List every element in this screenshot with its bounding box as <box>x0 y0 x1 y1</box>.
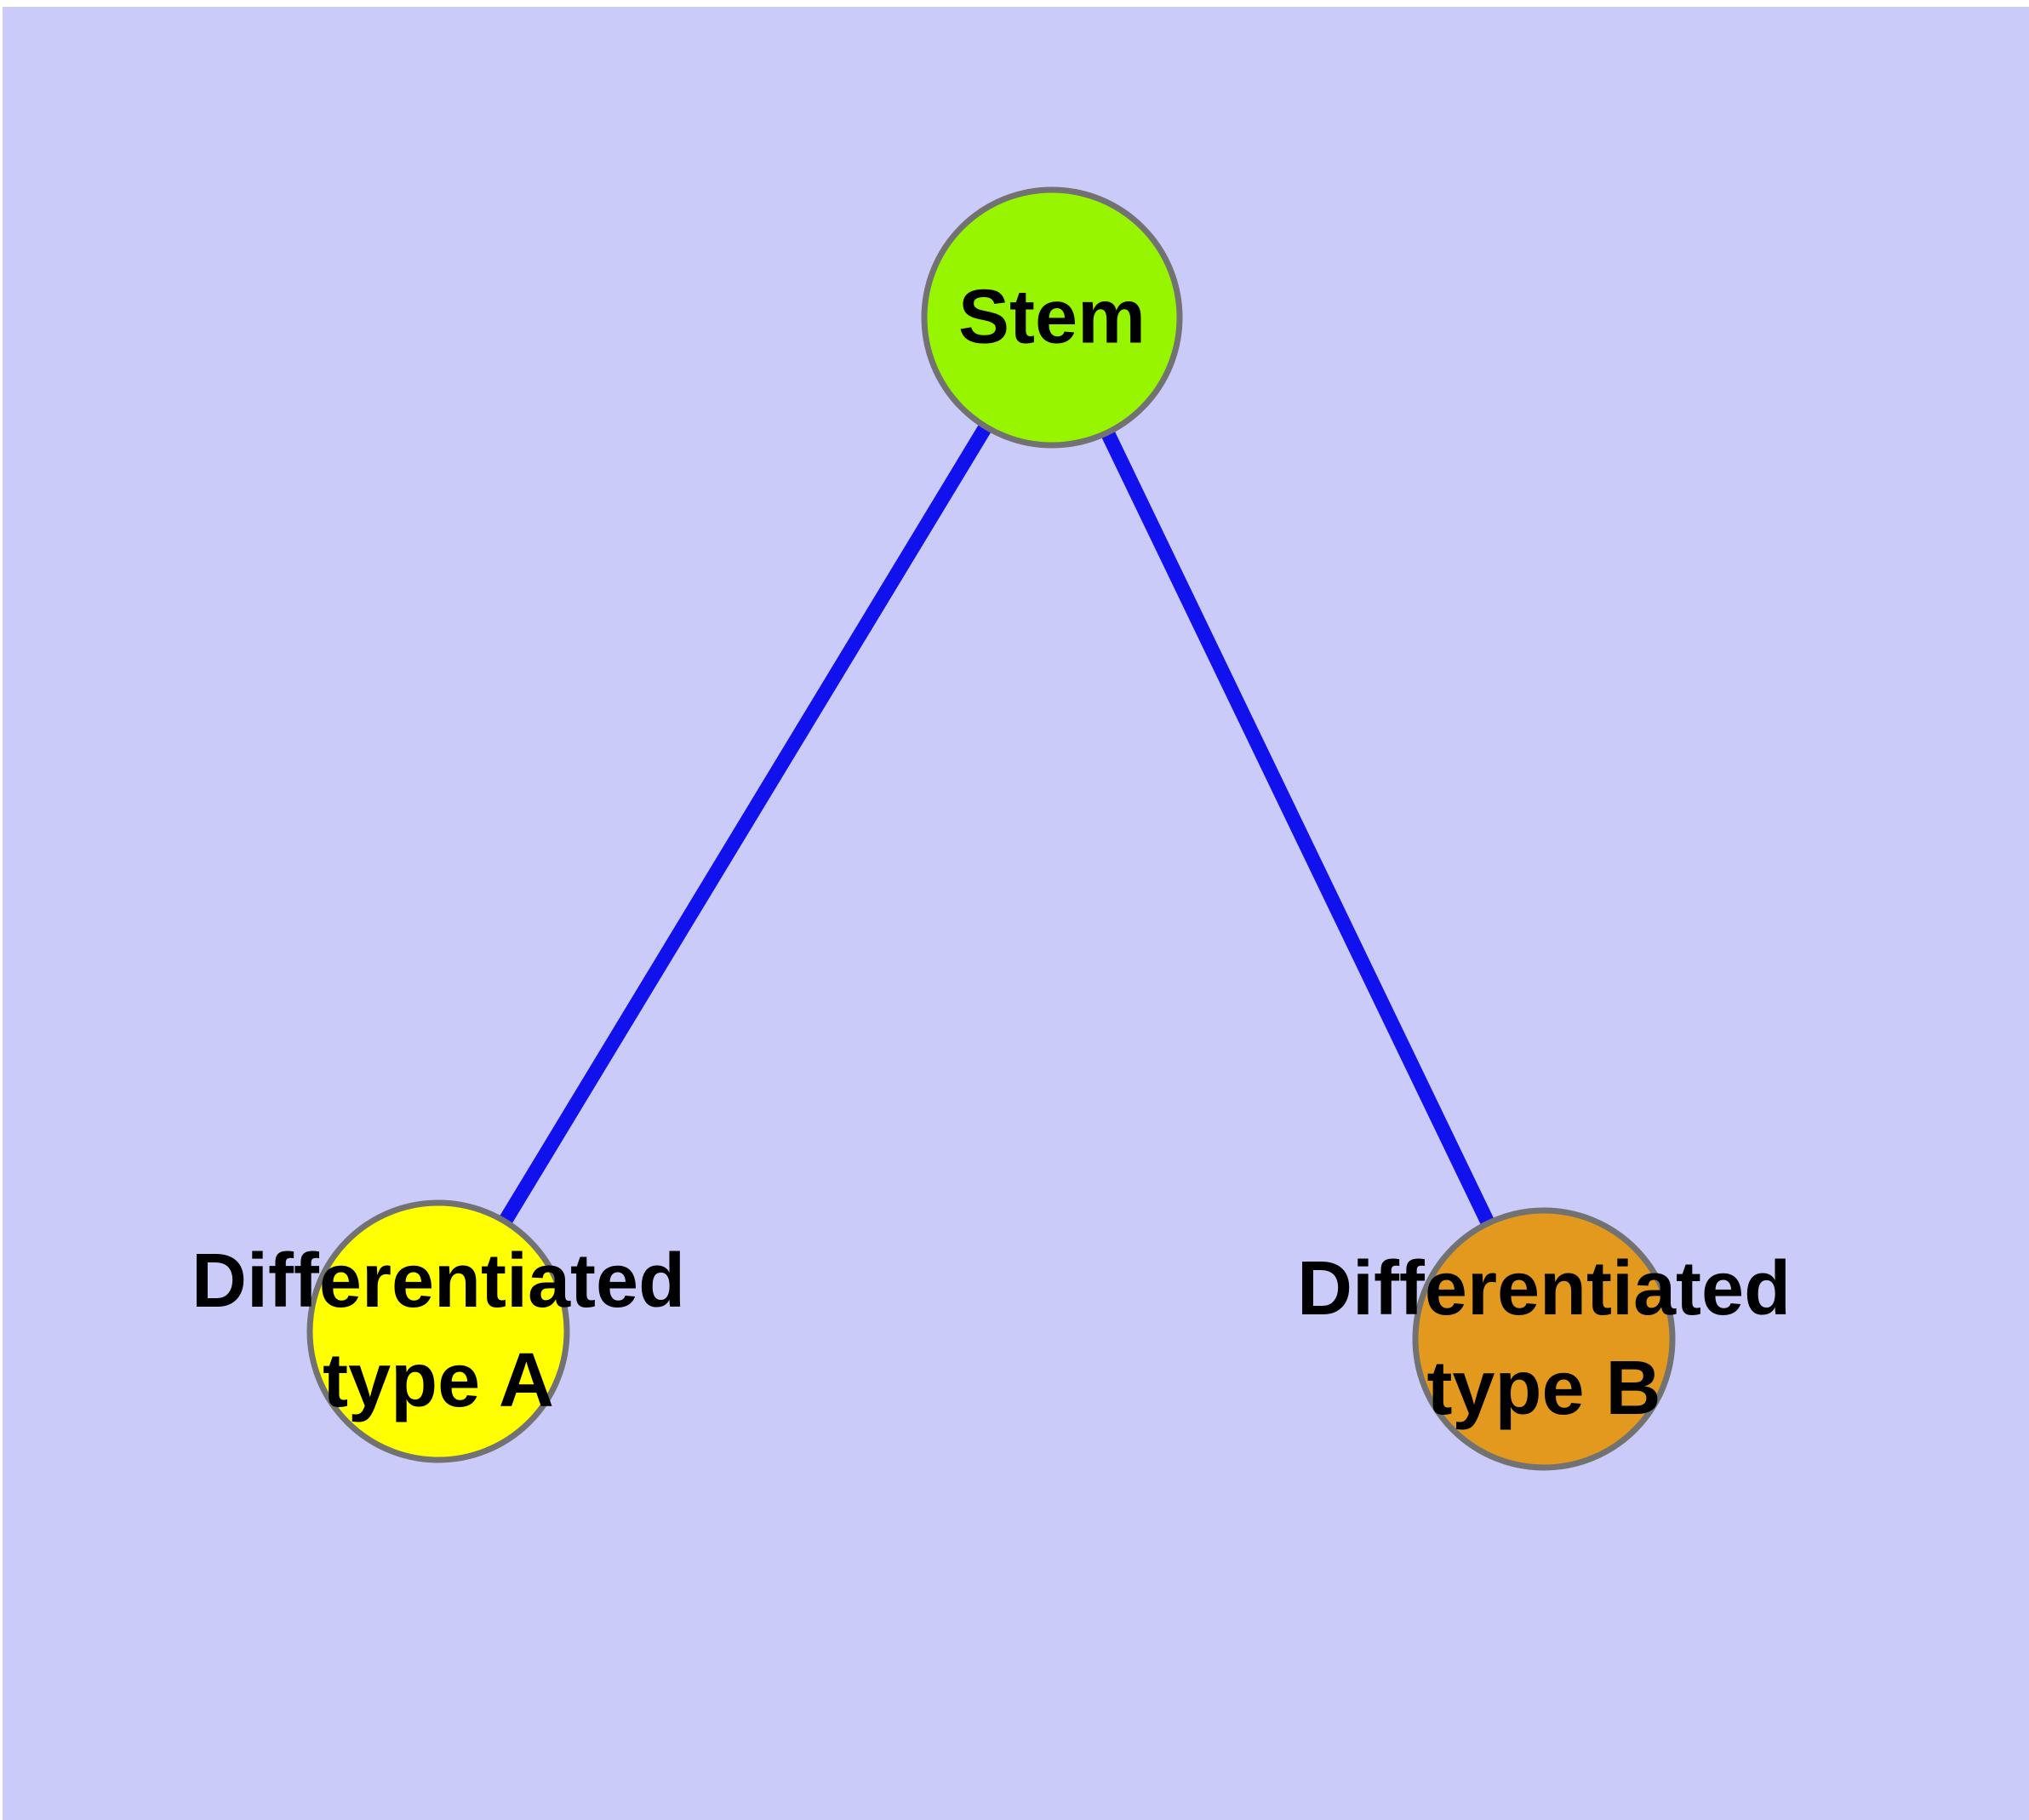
node-label-differentiated-type-b: Differentiated type B <box>1296 1246 1792 1431</box>
edge-stem-to-type-b <box>1045 314 1551 1342</box>
edge-stem-to-type-a <box>432 313 1059 1336</box>
node-differentiated-type-a[interactable] <box>306 1199 570 1463</box>
node-label-stem: Stem <box>957 274 1146 360</box>
node-differentiated-type-b[interactable] <box>1412 1207 1676 1471</box>
node-stem[interactable] <box>921 186 1183 449</box>
node-label-differentiated-type-a: Differentiated type A <box>191 1239 686 1423</box>
